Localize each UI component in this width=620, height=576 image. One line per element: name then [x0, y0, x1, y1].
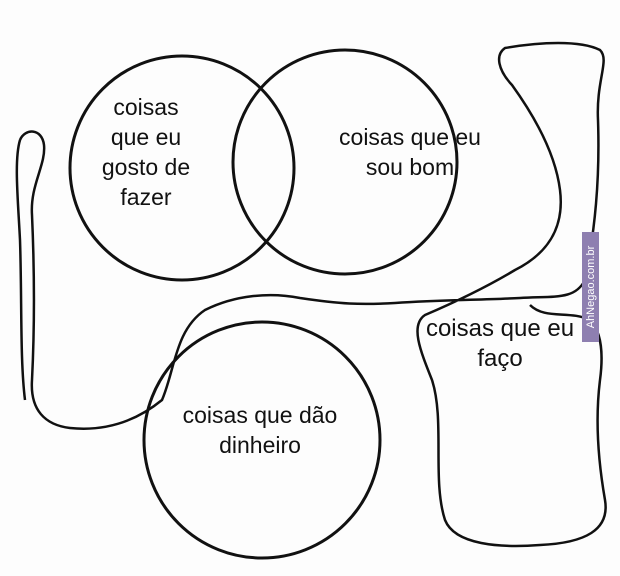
circle-good-at — [231, 48, 459, 276]
label-likes: coisas que eu gosto de fazer — [101, 94, 191, 210]
circle-money — [142, 320, 382, 560]
label-good-at: coisas que eu sou bom — [339, 124, 481, 180]
label-money: coisas que dão dinheiro — [182, 402, 338, 458]
blob-what-i-do — [15, 41, 607, 548]
circle-likes — [68, 54, 296, 282]
watermark: AhNegao.com.br — [582, 232, 599, 342]
label-what-i-do: coisas que eu faço — [425, 315, 575, 372]
watermark-text: AhNegao.com.br — [584, 245, 597, 329]
